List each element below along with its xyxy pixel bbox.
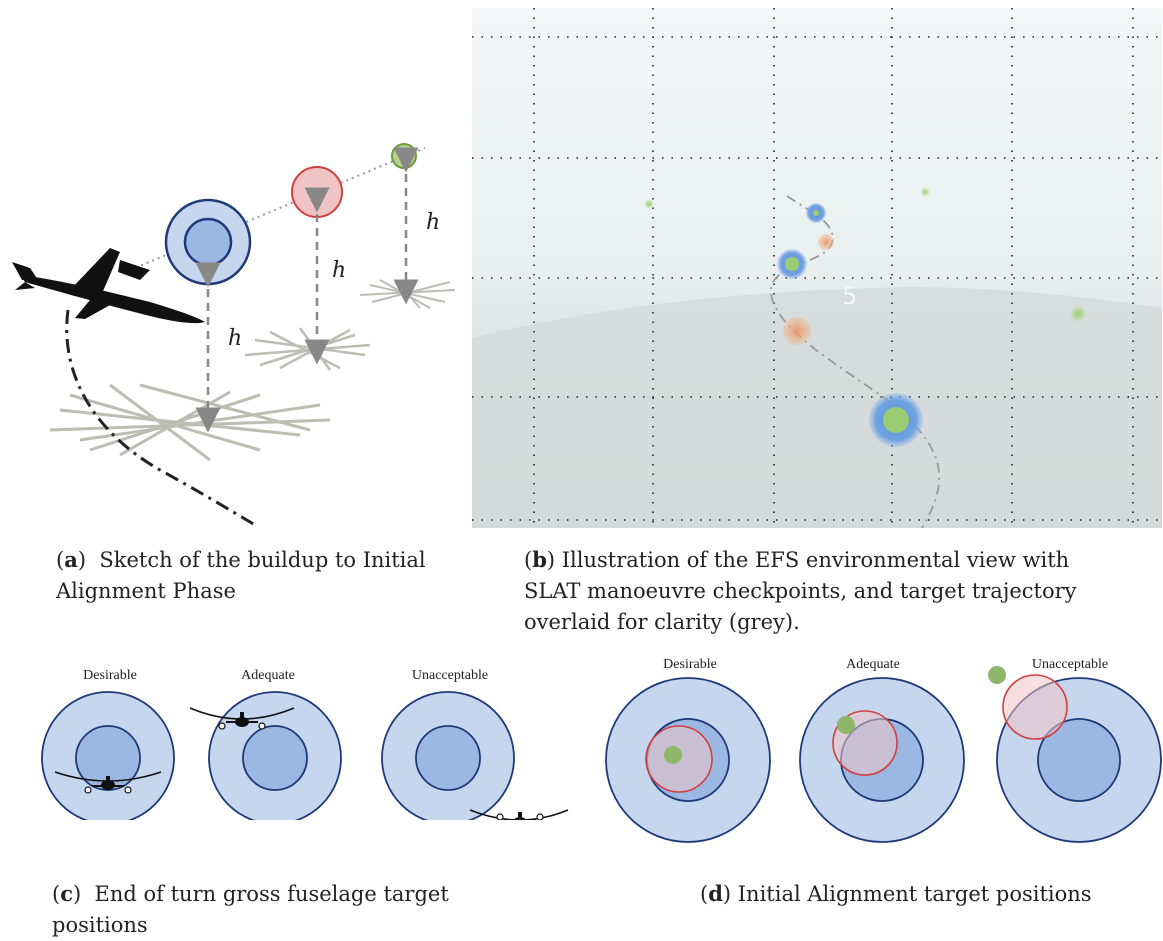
c-label-unacceptable: Unacceptable [411, 668, 489, 683]
checkpoint-orange-1 [818, 234, 834, 250]
checkpoint-green-2 [921, 188, 929, 196]
dotted-grid [472, 8, 1162, 528]
checkpoint-green-1 [645, 200, 653, 208]
caption-d: (d) Initial Alignment target positions [700, 881, 1092, 906]
efs-view-svg: 5 [472, 8, 1162, 528]
target-trajectory [770, 195, 941, 528]
ground-grid-medium [244, 327, 371, 371]
airplane-icon [12, 248, 205, 324]
checkpoint-green-3 [1071, 307, 1085, 321]
c-label-adequate: Adequate [241, 668, 295, 683]
panel-a-sketch [12, 143, 456, 527]
panel-c-diagram [41, 691, 569, 820]
checkpoint-orange-2 [783, 317, 811, 345]
checkpoint-blue-3-core [883, 407, 909, 433]
target-3 [391, 143, 417, 169]
d-unacceptable-inner [1037, 718, 1121, 802]
panel-d-diagram [605, 666, 1162, 843]
caption-a: (a) Sketch of the buildup to Initial Ali… [56, 547, 426, 603]
target-1-inner [183, 217, 233, 267]
efs-view: 5 [472, 8, 1162, 528]
caption-b: (b) Illustration of the EFS environmenta… [524, 547, 1077, 634]
c-unacceptable-plane-icon [469, 809, 569, 820]
c-desirable-plane-icon [54, 771, 162, 794]
height-label-3: h [426, 210, 441, 235]
d-label-unacceptable: Unacceptable [1031, 657, 1109, 672]
height-label-1: h [228, 326, 243, 351]
target-2 [291, 166, 343, 218]
d-unacceptable-red [1002, 674, 1068, 740]
c-unacceptable-inner [415, 725, 481, 791]
caption-c: (c) End of turn gross fuselage target po… [52, 881, 449, 937]
ground-grid-small [359, 279, 456, 309]
d-unacceptable-green [988, 666, 1006, 684]
c-adequate-plane-icon [189, 707, 295, 730]
trajectory-curve [65, 309, 256, 527]
d-desirable-green [664, 746, 682, 764]
c-adequate-inner [242, 725, 308, 791]
d-label-adequate: Adequate [846, 657, 900, 672]
checkpoint-blue-1-core [813, 210, 819, 216]
d-adequate-green [837, 716, 855, 734]
overlay-number: 5 [842, 282, 857, 310]
d-label-desirable: Desirable [663, 657, 717, 672]
terrain [472, 287, 1162, 528]
c-label-desirable: Desirable [83, 668, 137, 683]
checkpoint-blue-2-core [785, 257, 799, 271]
ground-grid-large [49, 383, 331, 462]
height-label-2: h [332, 258, 347, 283]
